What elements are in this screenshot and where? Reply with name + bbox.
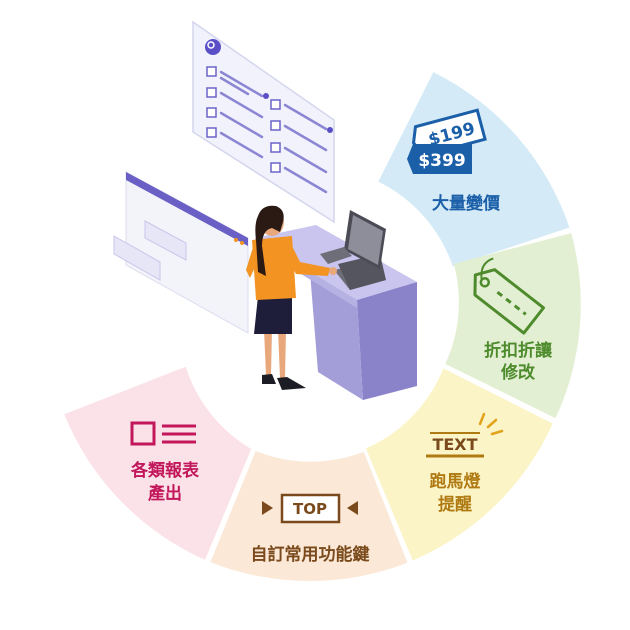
top-key-icon: TOP: [262, 493, 358, 524]
marquee-text-icon: TEXT: [426, 412, 504, 458]
floating-screen-panel: [113, 171, 249, 334]
illustration-cashier: [113, 20, 417, 400]
floating-list-panel: [192, 20, 335, 224]
report-label-line1: 各類報表: [130, 460, 200, 481]
price-tag-front-text: $399: [418, 151, 465, 171]
triangle-left-icon: [347, 501, 358, 515]
discount-label-line2: 修改: [500, 362, 536, 383]
cashier-woman: [246, 205, 337, 390]
discount-tag-icon: [473, 257, 545, 335]
bulk-price-label: 大量變價: [432, 193, 501, 214]
triangle-right-icon: [262, 501, 273, 515]
marquee-label-line2: 提醒: [438, 495, 472, 515]
report-document-icon: [130, 421, 196, 446]
report-label-line2: 產出: [148, 483, 182, 504]
marquee-badge: TEXT: [432, 435, 477, 454]
pos-terminal: [320, 210, 386, 290]
shortcut-label: 自訂常用功能鍵: [251, 544, 370, 565]
discount-label-line1: 折扣折讓: [484, 340, 553, 361]
segment-report[interactable]: [64, 366, 252, 560]
top-badge: TOP: [293, 500, 327, 518]
segment-bulk-price[interactable]: [378, 72, 570, 267]
marquee-label-line1: 跑馬燈: [430, 471, 482, 492]
segment-marquee[interactable]: [365, 368, 553, 561]
price-tags-icon: $199 $399: [407, 108, 487, 174]
